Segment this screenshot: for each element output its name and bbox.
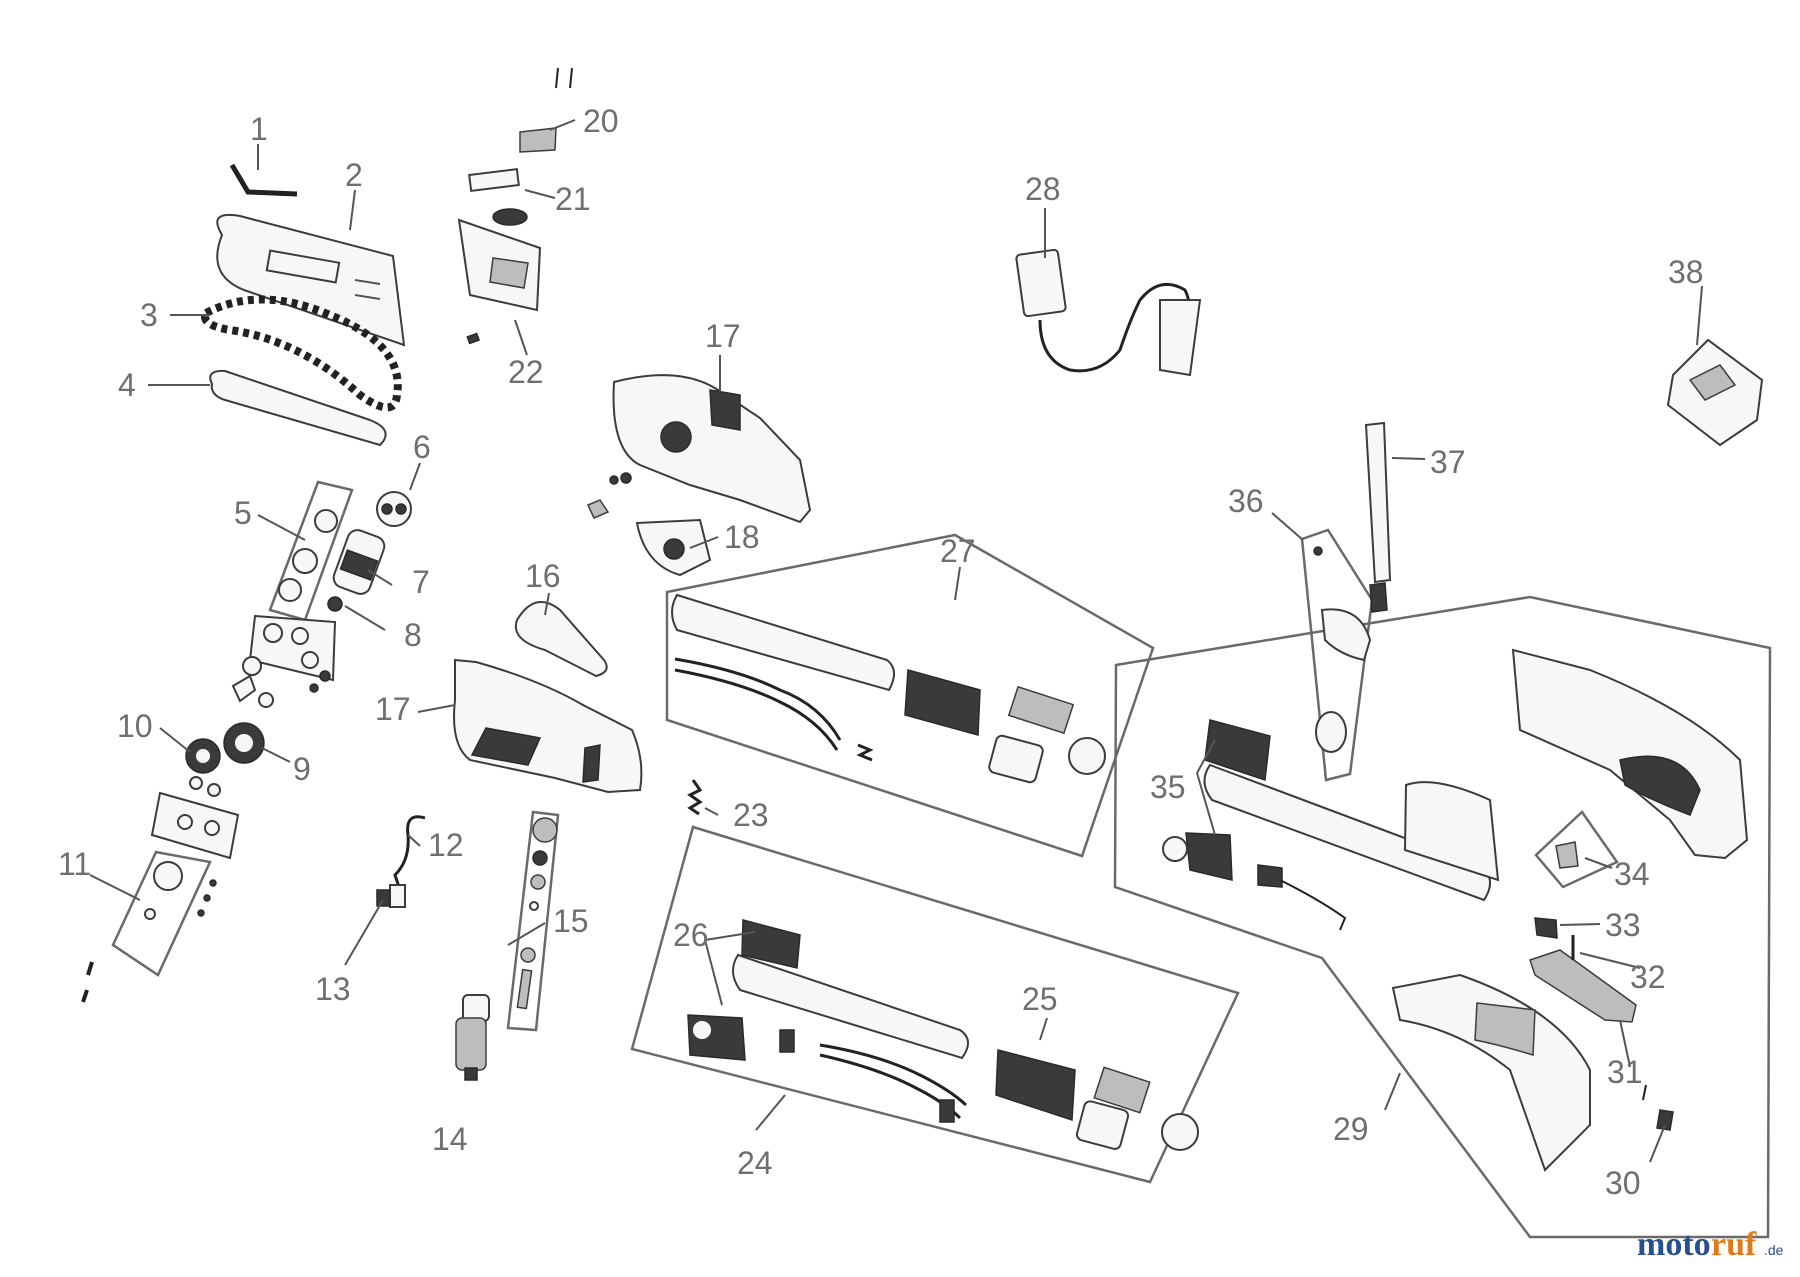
part-10-gear <box>185 738 221 774</box>
part-1-hex-key <box>229 163 298 197</box>
label-35: 35 <box>1150 769 1186 805</box>
part-gearbox-cover <box>150 791 240 860</box>
label-17a: 17 <box>705 318 741 354</box>
group-outline-5 <box>268 480 354 622</box>
watermark-logo: moto ruf .de <box>1637 1226 1784 1263</box>
label-6: 6 <box>413 429 431 465</box>
part-gearbox-housing <box>248 614 337 693</box>
part-23-spring <box>687 779 703 816</box>
group-outline-24 <box>630 825 1240 1184</box>
part-9-gear <box>223 722 265 764</box>
part-8-pinion <box>327 596 343 612</box>
label-12: 12 <box>428 827 464 863</box>
group-outline-34 <box>1534 810 1619 889</box>
part-11-screw <box>86 961 94 976</box>
part-22-bar-clamp <box>457 208 542 345</box>
label-5: 5 <box>234 495 252 531</box>
label-11: 11 <box>58 846 91 882</box>
label-10: 10 <box>117 708 153 744</box>
part-35-pole-kit <box>1162 719 1500 931</box>
part-15-stack <box>516 817 558 1010</box>
label-16: 16 <box>525 558 561 594</box>
part-7-motor <box>332 529 386 595</box>
part-16-front-cover <box>514 601 608 678</box>
label-2: 2 <box>345 157 363 193</box>
group-outline-15 <box>506 810 560 1032</box>
part-17-motor-housing <box>609 374 812 524</box>
group-outline-11 <box>111 850 212 977</box>
label-17b: 17 <box>375 691 411 727</box>
label-14: 14 <box>432 1121 468 1157</box>
label-4: 4 <box>118 367 136 403</box>
part-24-pole-kit <box>687 919 1199 1151</box>
part-18-mount-plate <box>635 518 712 577</box>
part-28-charger <box>1015 248 1202 377</box>
label-13: 13 <box>315 971 351 1007</box>
part-small-washer-2 <box>207 783 221 797</box>
label-28: 28 <box>1025 171 1061 207</box>
part-5-gear-plate <box>278 509 338 602</box>
part-17-clip <box>586 499 610 519</box>
label-22: 22 <box>508 354 544 390</box>
label-32: 32 <box>1630 959 1666 995</box>
label-31: 31 <box>1607 1054 1643 1090</box>
label-21: 21 <box>555 181 591 217</box>
part-14-trigger <box>455 994 490 1081</box>
part-13-switch <box>376 884 406 908</box>
part-4-guide-bar <box>209 369 387 447</box>
label-1: 1 <box>250 111 268 147</box>
part-3-saw-chain <box>201 295 402 412</box>
label-18: 18 <box>724 519 760 555</box>
label-30: 30 <box>1605 1165 1641 1201</box>
group-outline-handle-29 <box>1113 595 1772 1239</box>
part-6-sprocket-pair <box>376 491 412 527</box>
label-38: 38 <box>1668 254 1704 290</box>
part-small-washer <box>189 776 203 790</box>
part-31-lever <box>1529 949 1637 1023</box>
label-7: 7 <box>412 564 430 600</box>
part-2-bar-cover <box>216 213 406 347</box>
part-number-labels: 1 2 3 4 5 6 7 8 9 10 11 12 13 14 15 16 1… <box>58 103 1704 1201</box>
label-26: 26 <box>673 917 709 953</box>
part-20-small-bracket <box>519 67 573 153</box>
label-15: 15 <box>553 903 589 939</box>
part-29-rear-handle <box>1391 648 1749 1172</box>
label-8: 8 <box>404 617 422 653</box>
part-34-latch <box>1555 841 1579 869</box>
watermark-part-a: moto <box>1637 1226 1711 1263</box>
label-33: 33 <box>1605 907 1641 943</box>
group-outline-27 <box>665 533 1155 858</box>
label-9: 9 <box>293 751 311 787</box>
part-37-strap <box>1364 421 1392 613</box>
label-23: 23 <box>733 797 769 833</box>
part-shaft-bits <box>231 656 274 708</box>
label-25: 25 <box>1022 981 1058 1017</box>
part-38-battery <box>1666 338 1764 447</box>
part-21-plate <box>468 168 520 192</box>
label-29: 29 <box>1333 1111 1369 1147</box>
label-20: 20 <box>583 103 619 139</box>
part-36-bracket <box>1313 546 1372 753</box>
part-27-pole-kit <box>671 593 1106 784</box>
part-12-wire <box>393 815 426 891</box>
label-3: 3 <box>140 297 158 333</box>
label-34: 34 <box>1614 856 1650 892</box>
part-11-cover-plate <box>144 861 217 920</box>
part-17-lower-housing <box>453 658 643 794</box>
label-37: 37 <box>1430 444 1466 480</box>
watermark-part-b: ruf <box>1711 1226 1757 1263</box>
part-33-clip <box>1534 917 1558 939</box>
label-27: 27 <box>940 533 976 569</box>
label-36: 36 <box>1228 483 1264 519</box>
part-11-screw-2 <box>81 989 89 1003</box>
watermark-part-c: .de <box>1764 1242 1784 1258</box>
label-24: 24 <box>737 1145 773 1181</box>
leader-lines <box>89 119 1703 1163</box>
part-30-small-parts <box>1642 1084 1674 1131</box>
